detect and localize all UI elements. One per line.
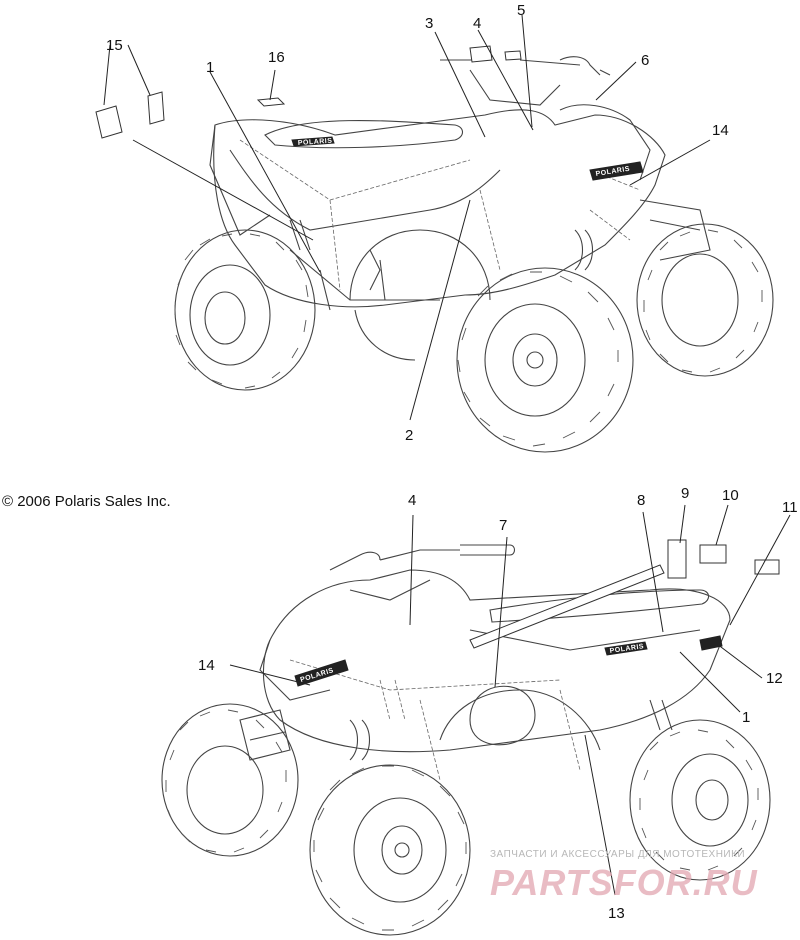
top-rear-left-wheel: [174, 229, 316, 391]
copyright-notice: © 2006 Polaris Sales Inc.: [2, 493, 171, 510]
top-callouts: 15 16 1 3 4 5 6 14 2: [106, 2, 729, 444]
decal-5-top: [504, 50, 522, 61]
bottom-callout-11: 11: [782, 499, 798, 516]
decal-10: [699, 544, 727, 564]
watermark-tagline: ЗАПЧАСТИ И АКСЕССУАРЫ ДЛЯ МОТОТЕХНИКИ: [490, 849, 745, 860]
decal-4-top: [469, 45, 493, 63]
bottom-callout-7: 7: [499, 517, 507, 534]
decal-15-right: [147, 91, 165, 125]
top-rear-right-wheel: [349, 229, 491, 361]
bottom-front-right-wheel: [309, 764, 471, 936]
top-rear-brand-decal: [291, 136, 335, 147]
bottom-callout-9: 9: [681, 485, 689, 502]
top-rear-brand-text: POLARIS: [298, 138, 333, 147]
top-leader-lines: [103, 14, 711, 421]
top-callout-3: 3: [425, 15, 433, 32]
top-callout-2: 2: [405, 427, 413, 444]
top-callout-15: 15: [106, 37, 123, 54]
bottom-rear-brand-text: POLARIS: [609, 643, 644, 655]
bottom-callout-12: 12: [766, 670, 783, 687]
top-callout-4: 4: [473, 15, 481, 32]
top-callout-5: 5: [517, 2, 525, 19]
decal-11: [754, 559, 780, 575]
bottom-callout-14: 14: [198, 657, 215, 674]
bottom-rear-brand-decal: [604, 641, 648, 656]
top-callout-16: 16: [268, 49, 285, 66]
bottom-callouts: 4 7 8 9 10 11 14 12 1 13: [198, 485, 798, 922]
bottom-leader-lines: [229, 504, 791, 896]
top-atv-illustration: POLARIS POLARIS 15: [95, 2, 774, 453]
bottom-body: [239, 544, 731, 781]
top-decals: POLARIS POLARIS: [95, 45, 644, 181]
top-callout-1: 1: [206, 59, 214, 76]
top-front-right-wheel: [636, 223, 774, 377]
bottom-rear-wheel: [629, 719, 771, 881]
top-callout-14: 14: [712, 122, 729, 139]
decal-15-left: [95, 105, 123, 139]
top-front-brand-decal: [589, 161, 644, 181]
bottom-front-brand-decal: [294, 659, 349, 687]
bottom-callout-13: 13: [608, 905, 625, 922]
bottom-callout-1: 1: [742, 709, 750, 726]
watermark-brand: PARTSFOR.RU: [490, 862, 758, 903]
watermark: ЗАПЧАСТИ И АКСЕССУАРЫ ДЛЯ МОТОТЕХНИКИ PA…: [490, 849, 758, 903]
bottom-callout-4: 4: [408, 492, 416, 509]
decal-9: [667, 539, 687, 579]
top-callout-6: 6: [641, 52, 649, 69]
bottom-decals: POLARIS POLARIS: [294, 539, 780, 687]
top-body: [209, 56, 711, 311]
bottom-callout-10: 10: [722, 487, 739, 504]
bottom-front-left-wheel: [161, 703, 299, 857]
decal-16: [256, 97, 286, 107]
bottom-callout-8: 8: [637, 492, 645, 509]
decal-8-stripe: [469, 564, 665, 649]
decal-12: [699, 635, 723, 651]
top-front-left-wheel: [456, 267, 634, 453]
